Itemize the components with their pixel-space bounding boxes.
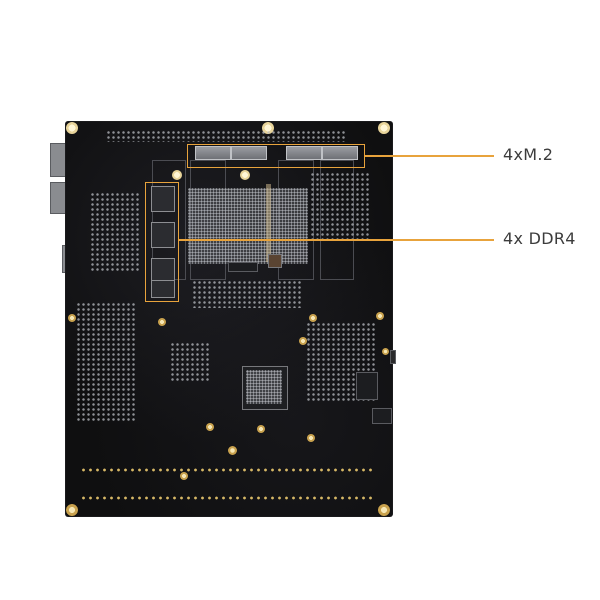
- component-cluster: [192, 280, 302, 308]
- mounting-hole: [309, 314, 317, 322]
- ddr4-callout-label: 4x DDR4: [503, 229, 576, 248]
- component-cluster: [76, 302, 136, 422]
- component-cluster: [170, 342, 210, 382]
- mounting-hole: [206, 423, 214, 431]
- ddr4-highlight-box: [145, 182, 179, 302]
- side-button: [390, 350, 396, 364]
- component-cluster: [106, 130, 346, 142]
- mounting-hole: [158, 318, 166, 326]
- ddr4-chip-4: [151, 280, 175, 298]
- ddr4-leader-line: [178, 239, 494, 241]
- m2-connector-4: [322, 146, 358, 160]
- mounting-hole: [382, 348, 389, 355]
- header-pins: [372, 408, 392, 424]
- mounting-hole-bottom-left: [66, 504, 78, 516]
- mounting-hole-bottom-right: [378, 504, 390, 516]
- pad-row-upper: [80, 468, 376, 472]
- mounting-hole: [376, 312, 384, 320]
- m2-leader-line: [364, 155, 494, 157]
- small-ic: [268, 254, 282, 268]
- m2-connector-3: [286, 146, 322, 160]
- mounting-hole-top-right: [378, 122, 390, 134]
- ddr4-chip-2: [151, 222, 175, 248]
- m2-connector-2: [231, 146, 267, 160]
- component-cluster: [90, 192, 140, 272]
- pcb-board: [66, 122, 396, 516]
- m2-connector-1: [195, 146, 231, 160]
- mounting-hole: [228, 446, 237, 455]
- connector-strip: [228, 262, 258, 272]
- cpu-component-field: [188, 188, 308, 264]
- mounting-hole: [172, 170, 182, 180]
- component-cluster: [310, 172, 370, 242]
- ddr4-chip-1: [151, 186, 175, 212]
- mounting-hole: [299, 337, 307, 345]
- mounting-hole-top-left: [66, 122, 78, 134]
- pad-row-lower: [80, 496, 376, 500]
- mounting-hole: [307, 434, 315, 442]
- header-pins: [356, 372, 378, 400]
- m2-callout-label: 4xM.2: [503, 145, 554, 164]
- mounting-hole: [240, 170, 250, 180]
- mounting-hole: [68, 314, 76, 322]
- mounting-hole: [180, 472, 188, 480]
- mounting-hole: [257, 425, 265, 433]
- m2-highlight-box: [187, 144, 365, 168]
- secondary-ic-components: [246, 370, 282, 404]
- capacitor-column: [266, 184, 271, 262]
